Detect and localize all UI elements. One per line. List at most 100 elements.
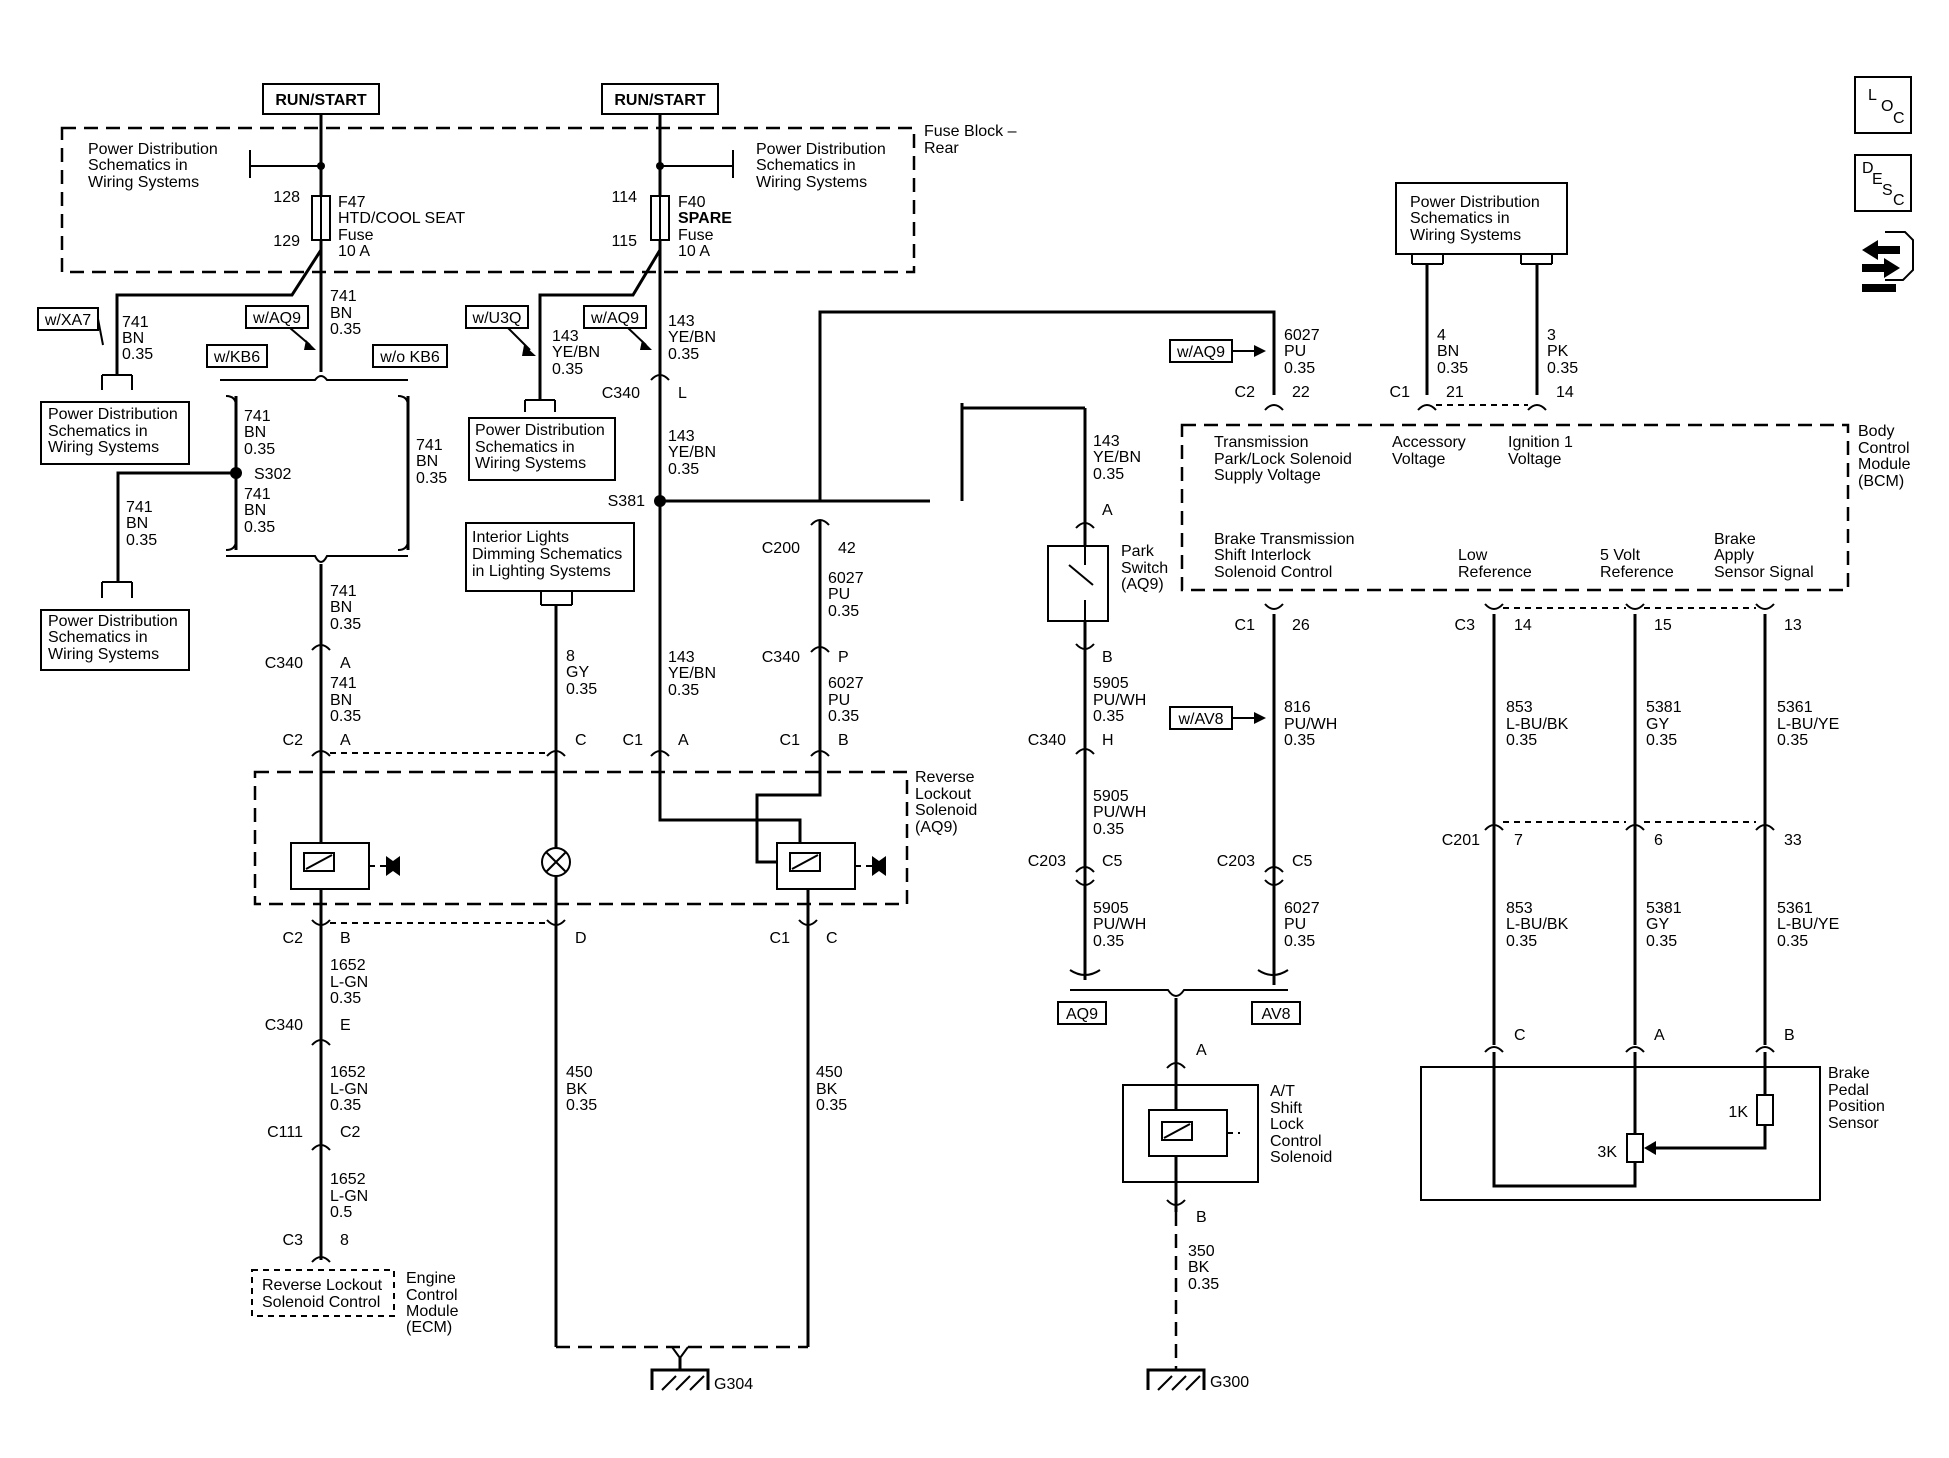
svg-text:BK: BK: [566, 1081, 588, 1098]
svg-text:C: C: [826, 930, 838, 947]
svg-text:C201: C201: [1442, 832, 1480, 849]
svg-text:A: A: [678, 732, 689, 749]
svg-text:GY: GY: [1646, 916, 1669, 933]
svg-text:6027: 6027: [828, 675, 864, 692]
svg-text:D: D: [575, 930, 587, 947]
svg-text:0.35: 0.35: [828, 603, 859, 620]
svg-text:450: 450: [566, 1064, 593, 1081]
svg-text:RUN/START: RUN/START: [275, 92, 366, 109]
option-av8-box: AV8: [1251, 1001, 1301, 1025]
svg-text:Solenoid Control: Solenoid Control: [262, 1294, 380, 1311]
svg-text:5905: 5905: [1093, 788, 1129, 805]
svg-text:HTD/COOL SEAT: HTD/COOL SEAT: [338, 210, 465, 227]
svg-text:Transmission: Transmission: [1214, 434, 1309, 451]
fuse-block-rear: [60, 126, 916, 274]
svg-text:Wiring Systems: Wiring Systems: [475, 455, 586, 472]
svg-text:C203: C203: [1028, 853, 1066, 870]
svg-text:741: 741: [244, 486, 271, 503]
svg-text:0.35: 0.35: [1777, 933, 1808, 950]
svg-text:0.35: 0.35: [1284, 732, 1315, 749]
svg-text:0.35: 0.35: [1284, 933, 1315, 950]
svg-text:0.35: 0.35: [244, 441, 275, 458]
svg-text:PU/WH: PU/WH: [1284, 716, 1337, 733]
svg-text:0.35: 0.35: [126, 532, 157, 549]
svg-text:5905: 5905: [1093, 900, 1129, 917]
svg-text:Sensor Signal: Sensor Signal: [1714, 564, 1814, 581]
svg-text:1K: 1K: [1728, 1104, 1748, 1121]
svg-text:Lock: Lock: [1270, 1116, 1305, 1133]
svg-text:B: B: [1196, 1209, 1207, 1226]
svg-text:0.35: 0.35: [1437, 360, 1468, 377]
svg-text:L-GN: L-GN: [330, 974, 368, 991]
svg-text:3K: 3K: [1597, 1144, 1617, 1161]
svg-text:PU/WH: PU/WH: [1093, 916, 1146, 933]
svg-text:129: 129: [273, 233, 300, 250]
svg-text:Reverse Lockout: Reverse Lockout: [262, 1277, 383, 1294]
svg-text:Schematics in: Schematics in: [1410, 210, 1510, 227]
svg-text:143: 143: [668, 649, 695, 666]
option-aq9-2: w/AQ9: [583, 305, 647, 329]
svg-text:22: 22: [1292, 384, 1310, 401]
svg-text:B: B: [1102, 649, 1113, 666]
svg-text:Park: Park: [1121, 543, 1155, 560]
svg-text:S381: S381: [608, 493, 645, 510]
svg-text:3: 3: [1547, 327, 1556, 344]
svg-text:SPARE: SPARE: [678, 210, 732, 227]
desc-icon[interactable]: D E S C: [1854, 154, 1912, 212]
pd-ref-4: [40, 609, 190, 671]
svg-text:Fuse: Fuse: [678, 227, 714, 244]
svg-text:741: 741: [244, 408, 271, 425]
svg-text:Pedal: Pedal: [1828, 1082, 1869, 1099]
svg-text:C340: C340: [762, 649, 800, 666]
svg-text:0.35: 0.35: [566, 681, 597, 698]
option-av8: w/AV8: [1169, 706, 1233, 730]
svg-text:BN: BN: [1437, 343, 1459, 360]
svg-text:C2: C2: [283, 930, 304, 947]
svg-text:0.35: 0.35: [1093, 708, 1124, 725]
connector-pinout-icon[interactable]: [1862, 231, 1914, 292]
option-xa7: w/XA7: [37, 307, 99, 331]
svg-text:14: 14: [1514, 617, 1532, 634]
ecm-reverse-lockout-control: [251, 1269, 395, 1317]
svg-text:B: B: [340, 930, 351, 947]
svg-text:C2: C2: [340, 1124, 361, 1141]
svg-text:C2: C2: [283, 732, 304, 749]
svg-text:Reverse: Reverse: [915, 769, 975, 786]
svg-text:21: 21: [1446, 384, 1464, 401]
option-no-kb6: w/o KB6: [372, 344, 448, 368]
svg-text:RUN/START: RUN/START: [614, 92, 705, 109]
svg-text:0.35: 0.35: [244, 519, 275, 536]
svg-text:Switch: Switch: [1121, 560, 1168, 577]
svg-text:w/AQ9: w/AQ9: [252, 310, 301, 327]
svg-text:L: L: [678, 385, 687, 402]
loc-icon[interactable]: L O C: [1854, 76, 1912, 134]
svg-text:G304: G304: [714, 1376, 753, 1393]
svg-text:33: 33: [1784, 832, 1802, 849]
svg-text:Voltage: Voltage: [1392, 451, 1445, 468]
svg-text:C340: C340: [602, 385, 640, 402]
svg-text:C1: C1: [770, 930, 791, 947]
svg-text:L-BU/BK: L-BU/BK: [1506, 916, 1569, 933]
svg-text:BN: BN: [126, 515, 148, 532]
svg-text:(AQ9): (AQ9): [915, 819, 958, 836]
svg-text:C: C: [1514, 1027, 1526, 1044]
svg-text:C3: C3: [1455, 617, 1476, 634]
svg-text:L-BU/BK: L-BU/BK: [1506, 716, 1569, 733]
svg-text:Control: Control: [1858, 440, 1910, 457]
svg-text:5361: 5361: [1777, 699, 1813, 716]
svg-text:Brake: Brake: [1714, 531, 1756, 548]
pd-ref-1-l3: Wiring Systems: [88, 174, 199, 191]
svg-text:AV8: AV8: [1261, 1006, 1290, 1023]
svg-text:0.35: 0.35: [668, 682, 699, 699]
svg-text:Supply Voltage: Supply Voltage: [1214, 467, 1321, 484]
svg-text:BN: BN: [244, 502, 266, 519]
body-control-module: [1180, 423, 1850, 592]
svg-text:S302: S302: [254, 466, 291, 483]
svg-text:Power Distribution: Power Distribution: [1410, 194, 1540, 211]
svg-text:w/o KB6: w/o KB6: [379, 349, 440, 366]
svg-text:w/XA7: w/XA7: [44, 312, 91, 329]
svg-text:0.35: 0.35: [1093, 933, 1124, 950]
park-switch: [1047, 545, 1109, 622]
svg-text:0.35: 0.35: [1646, 732, 1677, 749]
svg-text:PU: PU: [1284, 916, 1306, 933]
